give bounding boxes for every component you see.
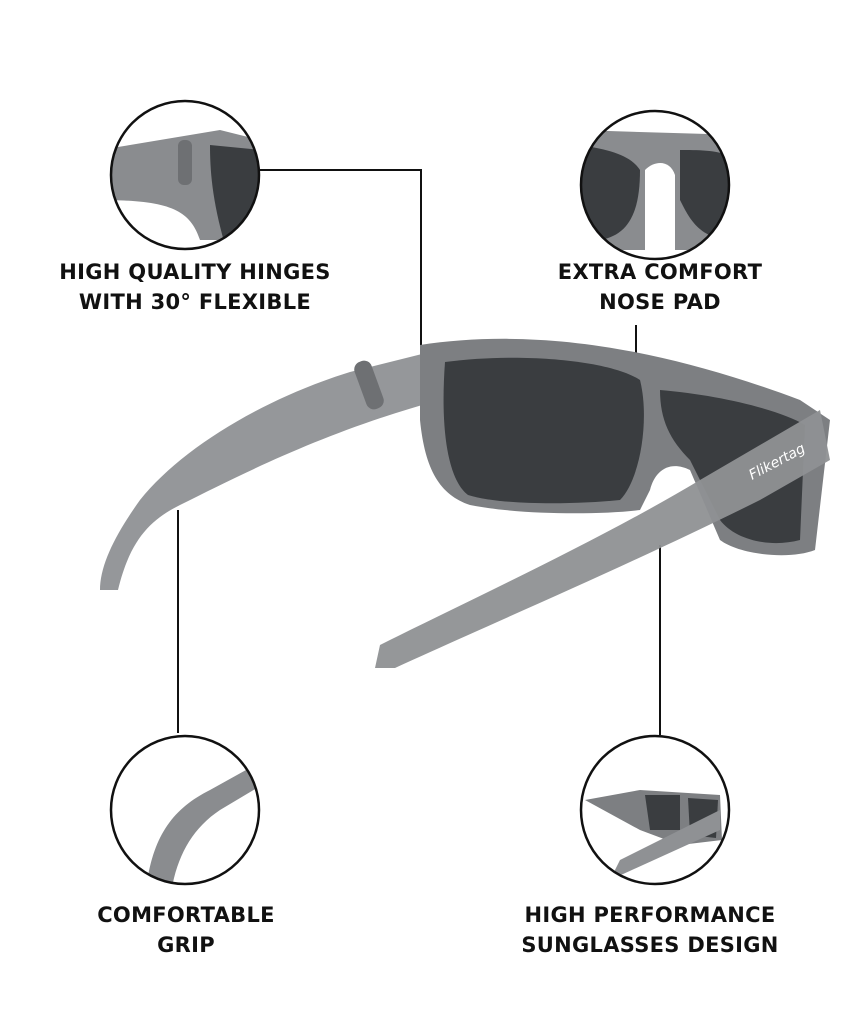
sunglasses-image: Flikertag [100,338,830,668]
feature-title: COMFORTABLE [97,903,275,927]
feature-label-design: HIGH PERFORMANCE SUNGLASSES DESIGN [480,900,820,960]
detail-full-glasses [579,734,731,886]
detail-grip [109,734,261,886]
feature-subtitle: WITH 30° FLEXIBLE [78,290,312,314]
feature-subtitle: SUNGLASSES DESIGN [521,933,779,957]
feature-title: HIGH QUALITY HINGES [59,260,331,284]
detail-hinge [109,99,261,251]
connector-lines [177,169,661,735]
feature-title: HIGH PERFORMANCE [524,903,776,927]
feature-subtitle: NOSE PAD [599,290,721,314]
feature-title: EXTRA COMFORT [557,260,763,284]
feature-label-grip: COMFORTABLE GRIP [16,900,356,960]
detail-nose-pad [579,109,731,261]
feature-subtitle: GRIP [157,933,215,957]
feature-label-nose-pad: EXTRA COMFORT NOSE PAD [490,257,830,317]
connector-hinge [260,169,422,352]
feature-label-hinge: HIGH QUALITY HINGES WITH 30° FLEXIBLE [25,257,365,317]
